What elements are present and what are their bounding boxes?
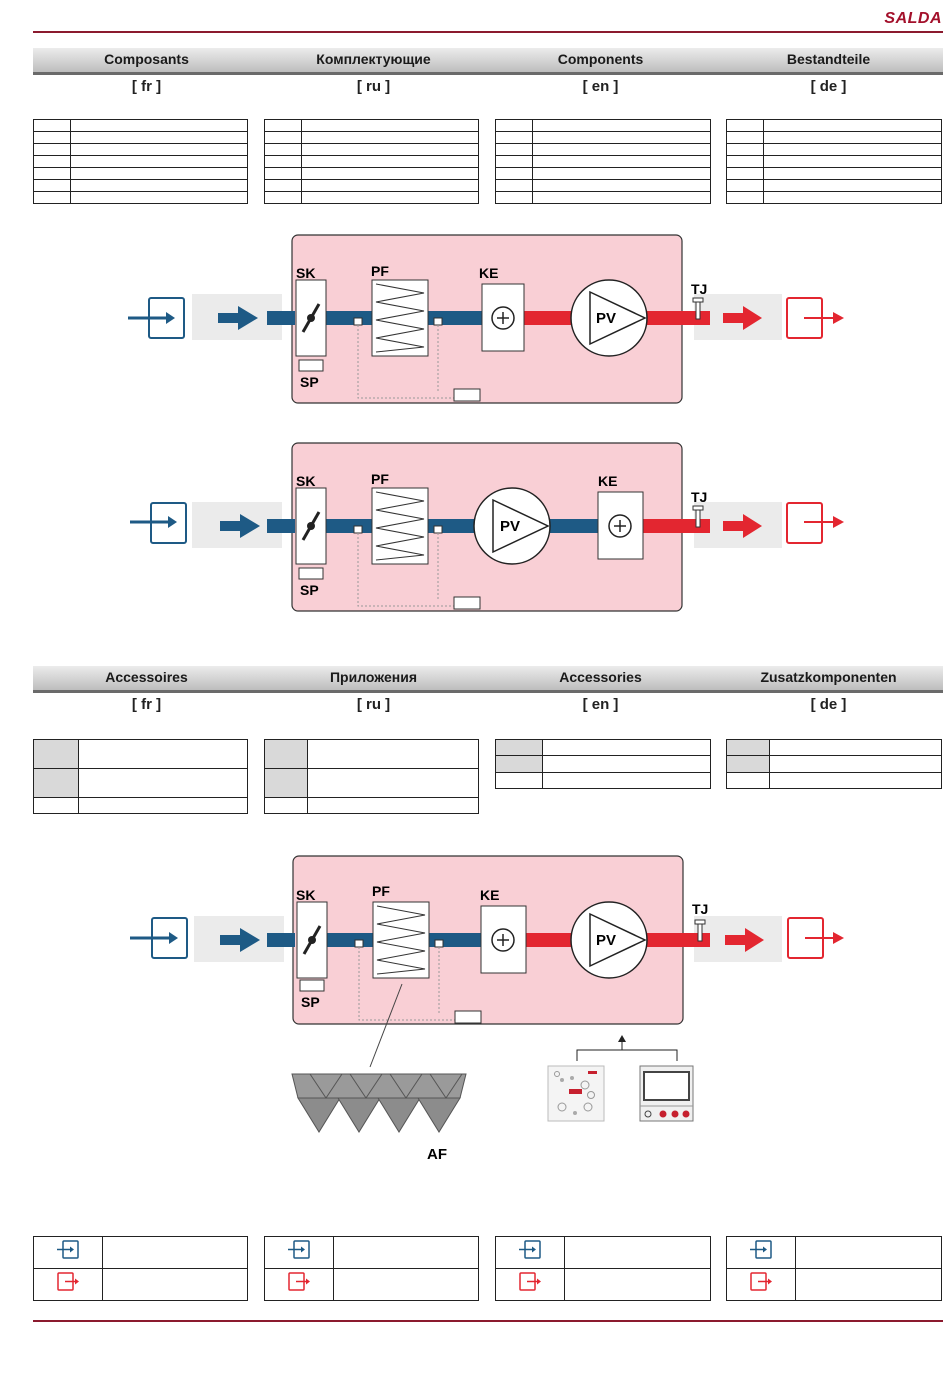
- components-table-en: [495, 119, 711, 204]
- table-row: [264, 179, 479, 192]
- unit-schematic-2: SK SP PF KE PV TJ: [130, 442, 844, 612]
- label-pv: PV: [596, 932, 616, 949]
- table-row: [33, 143, 248, 156]
- accessories-header-ru: Приложения: [329, 669, 418, 685]
- accessories-header-en: Accessories: [559, 669, 642, 685]
- table-row: [726, 119, 942, 132]
- table-row: [495, 143, 711, 156]
- label-sk: SK: [296, 887, 315, 903]
- table-row: [33, 119, 248, 132]
- components-table-fr: [33, 119, 248, 204]
- outdoor-air-inlet-icon: [264, 1236, 334, 1269]
- table-row: [264, 143, 479, 156]
- supply-air-outlet-icon: [495, 1268, 565, 1301]
- supply-air-outlet-icon: [726, 1268, 796, 1301]
- label-ke: KE: [480, 887, 499, 903]
- display-controller-icon: [639, 1065, 694, 1122]
- components-header-de: Bestandteile: [786, 51, 871, 67]
- label-sk: SK: [296, 265, 315, 281]
- table-row: [726, 155, 942, 168]
- table-row: [495, 155, 711, 168]
- lang-en: [ en ]: [582, 78, 619, 95]
- table-row: [264, 155, 479, 168]
- unit-schematic-1: SK SP PF KE PV TJ: [128, 234, 844, 404]
- outdoor-air-inlet-icon: [726, 1236, 796, 1269]
- supply-air-outlet-icon: [264, 1268, 334, 1301]
- label-pv: PV: [596, 310, 616, 327]
- legend-table-fr: [33, 1236, 248, 1301]
- label-ke: KE: [479, 265, 498, 281]
- table-row: [264, 191, 479, 204]
- accessories-table-en: [495, 739, 711, 789]
- legend-table-en: [495, 1236, 711, 1301]
- pocket-filter-image: [291, 1073, 467, 1133]
- outdoor-air-inlet-icon: [33, 1236, 103, 1269]
- table-row: [264, 131, 479, 144]
- supply-air-outlet-icon: [33, 1268, 103, 1301]
- unit-schematic-3: SK SP PF KE PV TJ AF: [130, 855, 844, 1163]
- bottom-rule: [33, 1320, 943, 1322]
- label-sp: SP: [300, 582, 319, 598]
- accessories-header-fr: Accessoires: [105, 669, 188, 685]
- components-header-fr: Composants: [104, 51, 189, 67]
- accessories-header-de: Zusatzkomponenten: [760, 669, 897, 685]
- top-rule: [33, 31, 943, 33]
- label-pf: PF: [372, 883, 390, 899]
- table-row: [33, 191, 248, 204]
- table-row: [33, 131, 248, 144]
- accessories-table-fr: [33, 739, 248, 814]
- lang-ru: [ ru ]: [356, 696, 391, 713]
- table-row: [495, 179, 711, 192]
- table-row: [726, 131, 942, 144]
- label-pf: PF: [371, 471, 389, 487]
- lang-fr: [ fr ]: [131, 696, 162, 713]
- components-header-bar: Composants Комплектующие Components Best…: [33, 48, 943, 75]
- table-row: [726, 191, 942, 204]
- components-table-de: [726, 119, 942, 204]
- table-row: [33, 167, 248, 180]
- lang-de: [ de ]: [810, 696, 847, 713]
- brand-logo: SALDA: [884, 10, 942, 27]
- label-tj: TJ: [692, 901, 708, 917]
- accessories-header-bar: Accessoires Приложения Accessories Zusat…: [33, 666, 943, 693]
- lang-de: [ de ]: [810, 78, 847, 95]
- table-row: [495, 131, 711, 144]
- components-header-en: Components: [557, 51, 644, 67]
- legend-table-ru: [264, 1236, 479, 1301]
- lang-en: [ en ]: [582, 696, 619, 713]
- legend-table-de: [726, 1236, 942, 1301]
- control-panel-icon: [547, 1065, 605, 1122]
- table-row: [264, 119, 479, 132]
- table-row: [495, 191, 711, 204]
- table-row: [726, 143, 942, 156]
- table-row: [495, 119, 711, 132]
- components-header-ru: Комплектующие: [316, 51, 431, 67]
- outdoor-air-inlet-icon: [495, 1236, 565, 1269]
- label-pv: PV: [500, 518, 520, 535]
- label-sk: SK: [296, 473, 315, 489]
- table-row: [726, 167, 942, 180]
- label-sp: SP: [301, 994, 320, 1010]
- accessories-table-ru: [264, 739, 479, 814]
- label-tj: TJ: [691, 489, 707, 505]
- table-row: [33, 179, 248, 192]
- label-af: AF: [427, 1146, 447, 1163]
- label-pf: PF: [371, 263, 389, 279]
- lang-fr: [ fr ]: [131, 78, 162, 95]
- accessories-table-de: [726, 739, 942, 789]
- label-tj: TJ: [691, 281, 707, 297]
- table-row: [264, 167, 479, 180]
- lang-ru: [ ru ]: [356, 78, 391, 95]
- label-sp: SP: [300, 374, 319, 390]
- label-ke: KE: [598, 473, 617, 489]
- components-table-ru: [264, 119, 479, 204]
- table-row: [726, 179, 942, 192]
- table-row: [33, 155, 248, 168]
- table-row: [495, 167, 711, 180]
